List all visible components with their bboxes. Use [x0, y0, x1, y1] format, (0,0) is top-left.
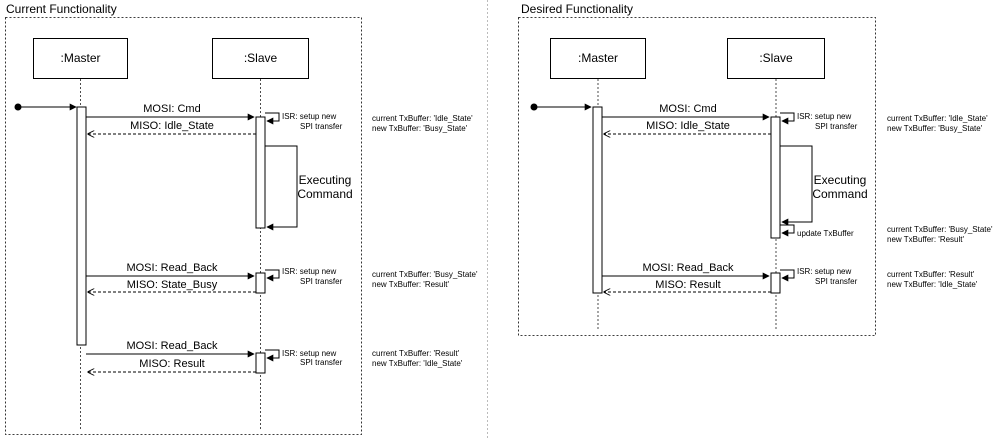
- master-activation: [592, 106, 603, 294]
- panel-title: Desired Functionality: [521, 2, 633, 16]
- buffer-note-current: current TxBuffer: 'Busy_State': [887, 225, 993, 234]
- msg-label-cmd: MOSI: Cmd: [659, 103, 716, 115]
- isr-self-call: [265, 269, 280, 282]
- slave-actor-label: :Slave: [244, 51, 278, 65]
- buffer-note-current: current TxBuffer: 'Idle_State': [887, 114, 988, 123]
- msg-label-readback: MOSI: Read_Back: [642, 262, 734, 274]
- isr-note-line2: SPI transfer: [815, 277, 858, 286]
- executing-label-line1: Executing: [814, 173, 867, 187]
- buffer-note-current: current TxBuffer: 'Idle_State': [372, 114, 473, 123]
- msg-label-result: MISO: Result: [139, 358, 204, 370]
- executing-self-call: [265, 145, 298, 231]
- buffer-note-current: current TxBuffer: 'Result': [372, 349, 460, 358]
- slave-activation-rb: [770, 272, 781, 294]
- msg-label-readback-2: MOSI: Read_Back: [126, 340, 218, 352]
- msg-label-result: MISO: Result: [655, 279, 720, 291]
- slave-activation-rb1: [255, 272, 266, 294]
- buffer-note-new: new TxBuffer: 'Idle_State': [887, 280, 978, 289]
- msg-label-idle: MISO: Idle_State: [130, 120, 214, 132]
- slave-actor-box: [212, 38, 309, 79]
- msg-label-idle: MISO: Idle_State: [646, 120, 730, 132]
- isr-note-line2: SPI transfer: [300, 277, 343, 286]
- master-actor-box: [33, 38, 128, 79]
- isr-note-line1: ISR: setup new: [282, 349, 336, 358]
- initial-node: [530, 103, 538, 111]
- buffer-note-new: new TxBuffer: 'Busy_State': [372, 124, 468, 133]
- isr-self-call: [265, 349, 280, 362]
- slave-actor-box: [727, 38, 825, 79]
- panel-frame: [518, 17, 876, 336]
- executing-label-line2: Command: [297, 187, 352, 201]
- isr-note-line2: SPI transfer: [815, 122, 858, 131]
- panel-title: Current Functionality: [6, 2, 117, 16]
- buffer-note-new: new TxBuffer: 'Busy_State': [887, 124, 983, 133]
- update-self-call: [780, 224, 795, 237]
- isr-note-line1: ISR: setup new: [797, 267, 851, 276]
- slave-activation-cmd: [770, 116, 781, 239]
- panel-desired: Desired Functionality :Master :Slave MOS…: [518, 2, 993, 336]
- executing-label-line1: Executing: [299, 173, 352, 187]
- isr-note-line1: ISR: setup new: [797, 112, 851, 121]
- master-actor-label: :Master: [60, 51, 100, 65]
- executing-label-line2: Command: [812, 187, 867, 201]
- initial-node: [14, 103, 22, 111]
- slave-actor-label: :Slave: [759, 51, 793, 65]
- isr-note-line2: SPI transfer: [300, 358, 343, 367]
- buffer-note-current: current TxBuffer: 'Result': [887, 270, 975, 279]
- master-activation: [76, 106, 87, 346]
- isr-note-line2: SPI transfer: [300, 122, 343, 131]
- slave-activation-cmd: [255, 116, 266, 229]
- isr-self-call: [780, 269, 795, 282]
- slave-activation-rb2: [255, 352, 266, 374]
- update-txbuffer-note: update TxBuffer: [797, 229, 854, 238]
- panel-frame: [5, 17, 362, 435]
- isr-self-call: [780, 112, 795, 125]
- msg-label-readback-1: MOSI: Read_Back: [126, 262, 218, 274]
- buffer-note-current: current TxBuffer: 'Busy_State': [372, 270, 478, 279]
- buffer-note-new: new TxBuffer: 'Result': [372, 280, 449, 289]
- panel-current: Current Functionality :Master :Slave MOS…: [5, 2, 478, 435]
- master-actor-label: :Master: [578, 51, 618, 65]
- master-actor-box: [550, 38, 646, 79]
- buffer-note-new: new TxBuffer: 'Idle_State': [372, 359, 463, 368]
- buffer-note-new: new TxBuffer: 'Result': [887, 235, 964, 244]
- executing-self-call: [780, 145, 813, 226]
- isr-note-line1: ISR: setup new: [282, 267, 336, 276]
- msg-label-busy: MISO: State_Busy: [127, 279, 218, 291]
- isr-self-call: [265, 112, 280, 125]
- msg-label-cmd: MOSI: Cmd: [143, 103, 200, 115]
- isr-note-line1: ISR: setup new: [282, 112, 336, 121]
